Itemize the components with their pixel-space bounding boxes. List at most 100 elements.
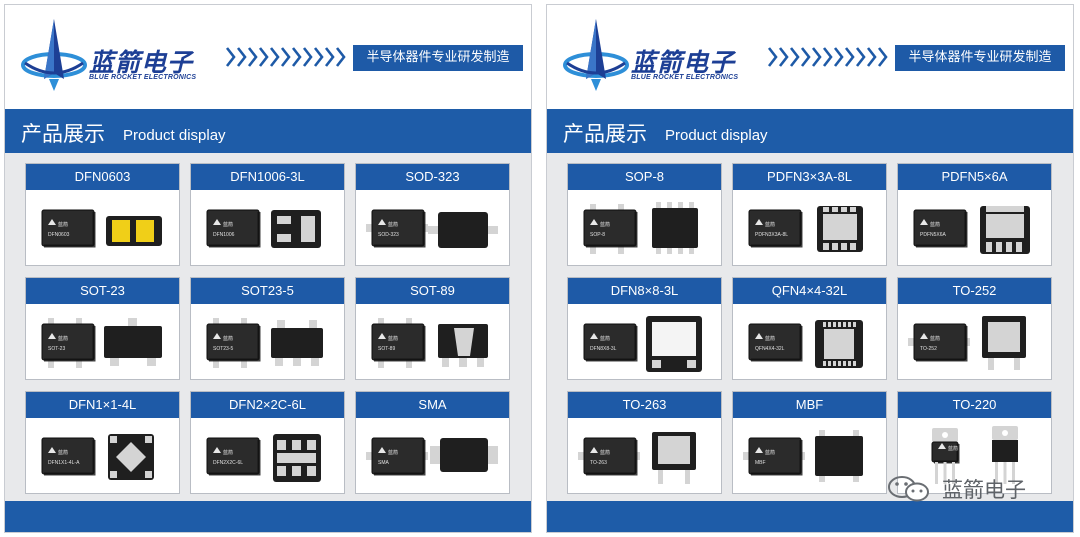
svg-text:DFN1006: DFN1006 (213, 232, 235, 238)
product-grid: DFN0603 蓝箭 DFN0603 DFN1006-3L 蓝箭 DFN1006… (5, 153, 531, 503)
product-card: PDFN3×3A-8L 蓝箭 PDFN3X3A-8L (732, 163, 887, 266)
product-package-name: PDFN3×3A-8L (733, 164, 886, 190)
svg-text:SMA: SMA (378, 460, 390, 466)
brand-name-en: BLUE ROCKET ELECTRONICS (89, 74, 197, 81)
svg-text:蓝箭: 蓝箭 (58, 449, 68, 456)
svg-text:PDFN5X6A: PDFN5X6A (920, 232, 947, 238)
svg-text:QFN4X4-32L: QFN4X4-32L (755, 346, 785, 352)
catalog-page-right: 蓝箭电子 BLUE ROCKET ELECTRONICS 半导体器件专业研发制造… (546, 4, 1074, 533)
product-package-name: MBF (733, 392, 886, 418)
slogan-badge: 半导体器件专业研发制造 (895, 45, 1065, 71)
package-photo-icon: 蓝箭 SMA (366, 437, 498, 476)
product-package-name: DFN1006-3L (191, 164, 344, 190)
product-card: SOT-89 蓝箭 SOT-89 (355, 277, 510, 380)
product-card: SOP-8 蓝箭 SOP-8 (567, 163, 722, 266)
product-package-name: DFN1×1-4L (26, 392, 179, 418)
chevron-arrows-icon (767, 47, 888, 67)
svg-text:SOT-23: SOT-23 (48, 346, 65, 352)
svg-text:SOP-8: SOP-8 (590, 232, 605, 238)
section-title-en: Product display (123, 127, 226, 144)
svg-text:SOT-89: SOT-89 (378, 346, 395, 352)
page-header: 蓝箭电子 BLUE ROCKET ELECTRONICS 半导体器件专业研发制造 (5, 5, 531, 109)
product-package-name: SMA (356, 392, 509, 418)
product-card: DFN2×2C-6L 蓝箭 DFN2X2C-6L (190, 391, 345, 494)
svg-text:蓝箭: 蓝箭 (600, 221, 610, 228)
svg-text:SOT23-5: SOT23-5 (213, 346, 234, 352)
svg-text:蓝箭: 蓝箭 (388, 335, 398, 342)
svg-text:MBF: MBF (755, 460, 766, 466)
product-package-name: TO-263 (568, 392, 721, 418)
product-card: DFN1×1-4L 蓝箭 DFN1X1-4L-A (25, 391, 180, 494)
package-photo-icon: 蓝箭 PDFN3X3A-8L (748, 206, 863, 252)
svg-text:蓝箭: 蓝箭 (930, 221, 940, 228)
svg-text:DFN2X2C-6L: DFN2X2C-6L (213, 460, 243, 466)
package-photo-icon: 蓝箭 (931, 426, 1018, 484)
watermark-text: 蓝箭电子 (942, 478, 1026, 502)
svg-text:蓝箭: 蓝箭 (388, 221, 398, 228)
svg-text:蓝箭: 蓝箭 (223, 335, 233, 342)
package-photo-icon: 蓝箭 DFN2X2C-6L (206, 434, 321, 482)
wechat-icon (888, 476, 929, 502)
product-package-name: PDFN5×6A (898, 164, 1051, 190)
svg-text:蓝箭: 蓝箭 (930, 335, 940, 342)
product-package-name: SOT23-5 (191, 278, 344, 304)
brand-name-cn: 蓝箭电子 (631, 48, 736, 77)
product-card: TO-263 蓝箭 TO-263 (567, 391, 722, 494)
product-card: DFN1006-3L 蓝箭 DFN1006 (190, 163, 345, 266)
product-card: DFN0603 蓝箭 DFN0603 (25, 163, 180, 266)
package-photo-icon: 蓝箭 PDFN5X6A (913, 206, 1030, 254)
section-banner: 产品展示 Product display (5, 109, 531, 153)
svg-text:蓝箭: 蓝箭 (388, 449, 398, 456)
brand-name-cn: 蓝箭电子 (89, 48, 194, 77)
package-photo-icon: 蓝箭 TO-252 (908, 316, 1026, 370)
package-photo-icon: 蓝箭 DFN1X1-4L-A (41, 434, 154, 480)
product-card: TO-220 蓝箭 (897, 391, 1052, 494)
product-card: DFN8×8-3L 蓝箭 DFN8X8-3L (567, 277, 722, 380)
product-package-name: DFN0603 (26, 164, 179, 190)
product-card: QFN4×4-32L 蓝箭 QFN4X4-32L (732, 277, 887, 380)
svg-text:蓝箭: 蓝箭 (765, 221, 775, 228)
svg-text:TO-252: TO-252 (920, 346, 937, 352)
svg-text:PDFN3X3A-8L: PDFN3X3A-8L (755, 232, 788, 238)
product-card: TO-252 蓝箭 TO-252 (897, 277, 1052, 380)
package-photo-icon: 蓝箭 SOT-89 (371, 318, 488, 368)
product-card: SOT23-5 蓝箭 SOT23-5 (190, 277, 345, 380)
svg-text:蓝箭: 蓝箭 (223, 221, 233, 228)
slogan-badge: 半导体器件专业研发制造 (353, 45, 523, 71)
svg-text:DFN8X8-3L: DFN8X8-3L (590, 346, 617, 352)
product-package-name: SOP-8 (568, 164, 721, 190)
section-title-cn: 产品展示 (21, 122, 105, 146)
package-photo-icon: 蓝箭 SOT-23 (41, 318, 162, 368)
svg-text:DFN1X1-4L-A: DFN1X1-4L-A (48, 460, 80, 466)
package-photo-icon: 蓝箭 SOT23-5 (206, 318, 323, 368)
product-card: SOD-323 蓝箭 SOD-323 (355, 163, 510, 266)
package-photo-icon: 蓝箭 MBF (743, 430, 863, 482)
product-card: MBF 蓝箭 MBF (732, 391, 887, 494)
section-title-en: Product display (665, 127, 768, 144)
page-header: 蓝箭电子 BLUE ROCKET ELECTRONICS 半导体器件专业研发制造 (547, 5, 1073, 109)
svg-text:蓝箭: 蓝箭 (765, 335, 775, 342)
svg-text:蓝箭: 蓝箭 (948, 445, 958, 452)
product-package-name: SOT-89 (356, 278, 509, 304)
svg-text:蓝箭: 蓝箭 (765, 449, 775, 456)
product-package-name: QFN4×4-32L (733, 278, 886, 304)
chevron-arrows-icon (225, 47, 346, 67)
page-footer (5, 501, 531, 532)
catalog-page-left: 蓝箭电子 BLUE ROCKET ELECTRONICS 半导体器件专业研发制造… (4, 4, 532, 533)
package-photo-icon: 蓝箭 DFN8X8-3L (583, 316, 702, 372)
section-title-cn: 产品展示 (563, 122, 647, 146)
product-package-name: SOT-23 (26, 278, 179, 304)
product-card: PDFN5×6A 蓝箭 PDFN5X6A (897, 163, 1052, 266)
product-package-name: DFN8×8-3L (568, 278, 721, 304)
svg-text:蓝箭: 蓝箭 (58, 221, 68, 228)
svg-text:蓝箭: 蓝箭 (600, 449, 610, 456)
svg-text:蓝箭: 蓝箭 (600, 335, 610, 342)
package-photo-icon: 蓝箭 DFN0603 (41, 209, 162, 248)
product-grid: SOP-8 蓝箭 SOP-8 PDFN3×3A-8L 蓝箭 PDFN3X3A-8… (547, 153, 1073, 503)
product-package-name: DFN2×2C-6L (191, 392, 344, 418)
page-footer (547, 501, 1073, 532)
product-package-name: SOD-323 (356, 164, 509, 190)
product-card: SMA 蓝箭 SMA (355, 391, 510, 494)
svg-text:SOD-323: SOD-323 (378, 232, 399, 238)
package-photo-icon: 蓝箭 SOP-8 (583, 202, 698, 254)
